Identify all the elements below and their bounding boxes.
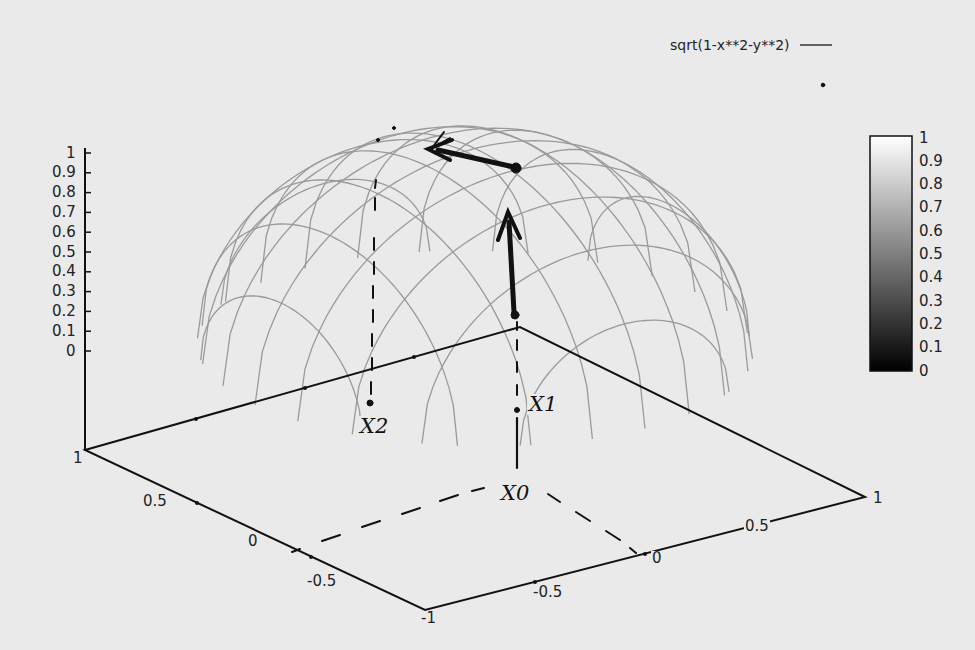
axis-tick-label: -1 bbox=[420, 611, 437, 626]
axis-tick-label: -0.5 bbox=[306, 574, 337, 589]
colorbar-tick-label: 0.3 bbox=[918, 294, 944, 309]
axis-tick-label: 1 bbox=[872, 491, 884, 506]
z-tick bbox=[85, 311, 91, 313]
z-tick-label: 0 bbox=[65, 344, 77, 359]
z-tick bbox=[85, 291, 91, 293]
z-tick bbox=[85, 271, 91, 273]
colorbar-tick-label: 0.1 bbox=[918, 340, 944, 355]
z-tick bbox=[85, 212, 91, 214]
axis-tick-label: -0.5 bbox=[532, 585, 563, 600]
axis-tick-label: 0 bbox=[247, 534, 259, 549]
colorbar-tick-label: 0.9 bbox=[918, 154, 944, 169]
base-plane bbox=[85, 327, 865, 610]
z-tick-label: 0.4 bbox=[51, 264, 77, 279]
colorbar-tick-label: 0.2 bbox=[918, 317, 944, 332]
colorbar-tick-label: 0 bbox=[918, 364, 930, 379]
z-tick bbox=[85, 172, 91, 174]
mesh-line bbox=[221, 179, 430, 305]
mesh-line bbox=[261, 151, 593, 439]
colorbar-tick-label: 0.5 bbox=[918, 247, 944, 262]
point-label: X1 bbox=[527, 394, 559, 415]
z-tick bbox=[85, 330, 91, 332]
z-tick-label: 0.8 bbox=[51, 185, 77, 200]
colorbar-tick-label: 0.4 bbox=[918, 270, 944, 285]
mesh-line bbox=[493, 149, 748, 371]
handwritten-annotation bbox=[292, 83, 825, 553]
z-tick bbox=[85, 231, 91, 233]
point-label: X0 bbox=[499, 483, 531, 504]
mesh-line bbox=[201, 296, 362, 436]
axis-tick-label: 0.5 bbox=[744, 519, 770, 534]
z-tick bbox=[85, 251, 91, 253]
axis-tick-label: 1 bbox=[72, 451, 84, 466]
mesh-line bbox=[203, 127, 598, 364]
mesh-line bbox=[202, 224, 457, 446]
axis-tick-label: 0 bbox=[651, 551, 663, 566]
axis-ticks bbox=[194, 355, 757, 584]
colorbar-tick-label: 0.8 bbox=[918, 177, 944, 192]
mesh-line bbox=[298, 163, 727, 421]
mesh-line bbox=[588, 197, 749, 337]
colorbar-tick-label: 0.7 bbox=[918, 200, 944, 215]
z-ticks bbox=[85, 153, 91, 351]
hemisphere-mesh bbox=[198, 126, 753, 446]
z-tick-label: 0.6 bbox=[51, 225, 77, 240]
z-tick-label: 0.5 bbox=[51, 245, 77, 260]
mesh-line bbox=[305, 133, 645, 428]
colorbar-tick-label: 1 bbox=[918, 131, 930, 146]
legend-line-sample bbox=[800, 44, 832, 46]
z-tick bbox=[85, 350, 91, 352]
colorbar-tick-label: 0.6 bbox=[918, 224, 944, 239]
z-tick bbox=[85, 192, 91, 194]
z-tick-label: 0.2 bbox=[51, 304, 77, 319]
z-tick-label: 0.9 bbox=[51, 165, 77, 180]
z-tick-label: 0.7 bbox=[51, 205, 77, 220]
mesh-line bbox=[198, 140, 529, 339]
color-box bbox=[870, 136, 912, 371]
legend-text: sqrt(1-x**2-y**2) bbox=[669, 38, 791, 52]
z-tick-label: 0.3 bbox=[51, 284, 77, 299]
z-tick-label: 0.1 bbox=[51, 324, 77, 339]
point-label: X2 bbox=[358, 416, 390, 437]
mesh-line bbox=[358, 126, 690, 414]
mesh-line bbox=[520, 320, 729, 446]
axis-tick-label: 0.5 bbox=[142, 494, 168, 509]
z-tick-label: 1 bbox=[65, 146, 77, 161]
mesh-line bbox=[255, 141, 695, 405]
mesh-line bbox=[419, 130, 724, 395]
z-tick bbox=[85, 152, 91, 154]
